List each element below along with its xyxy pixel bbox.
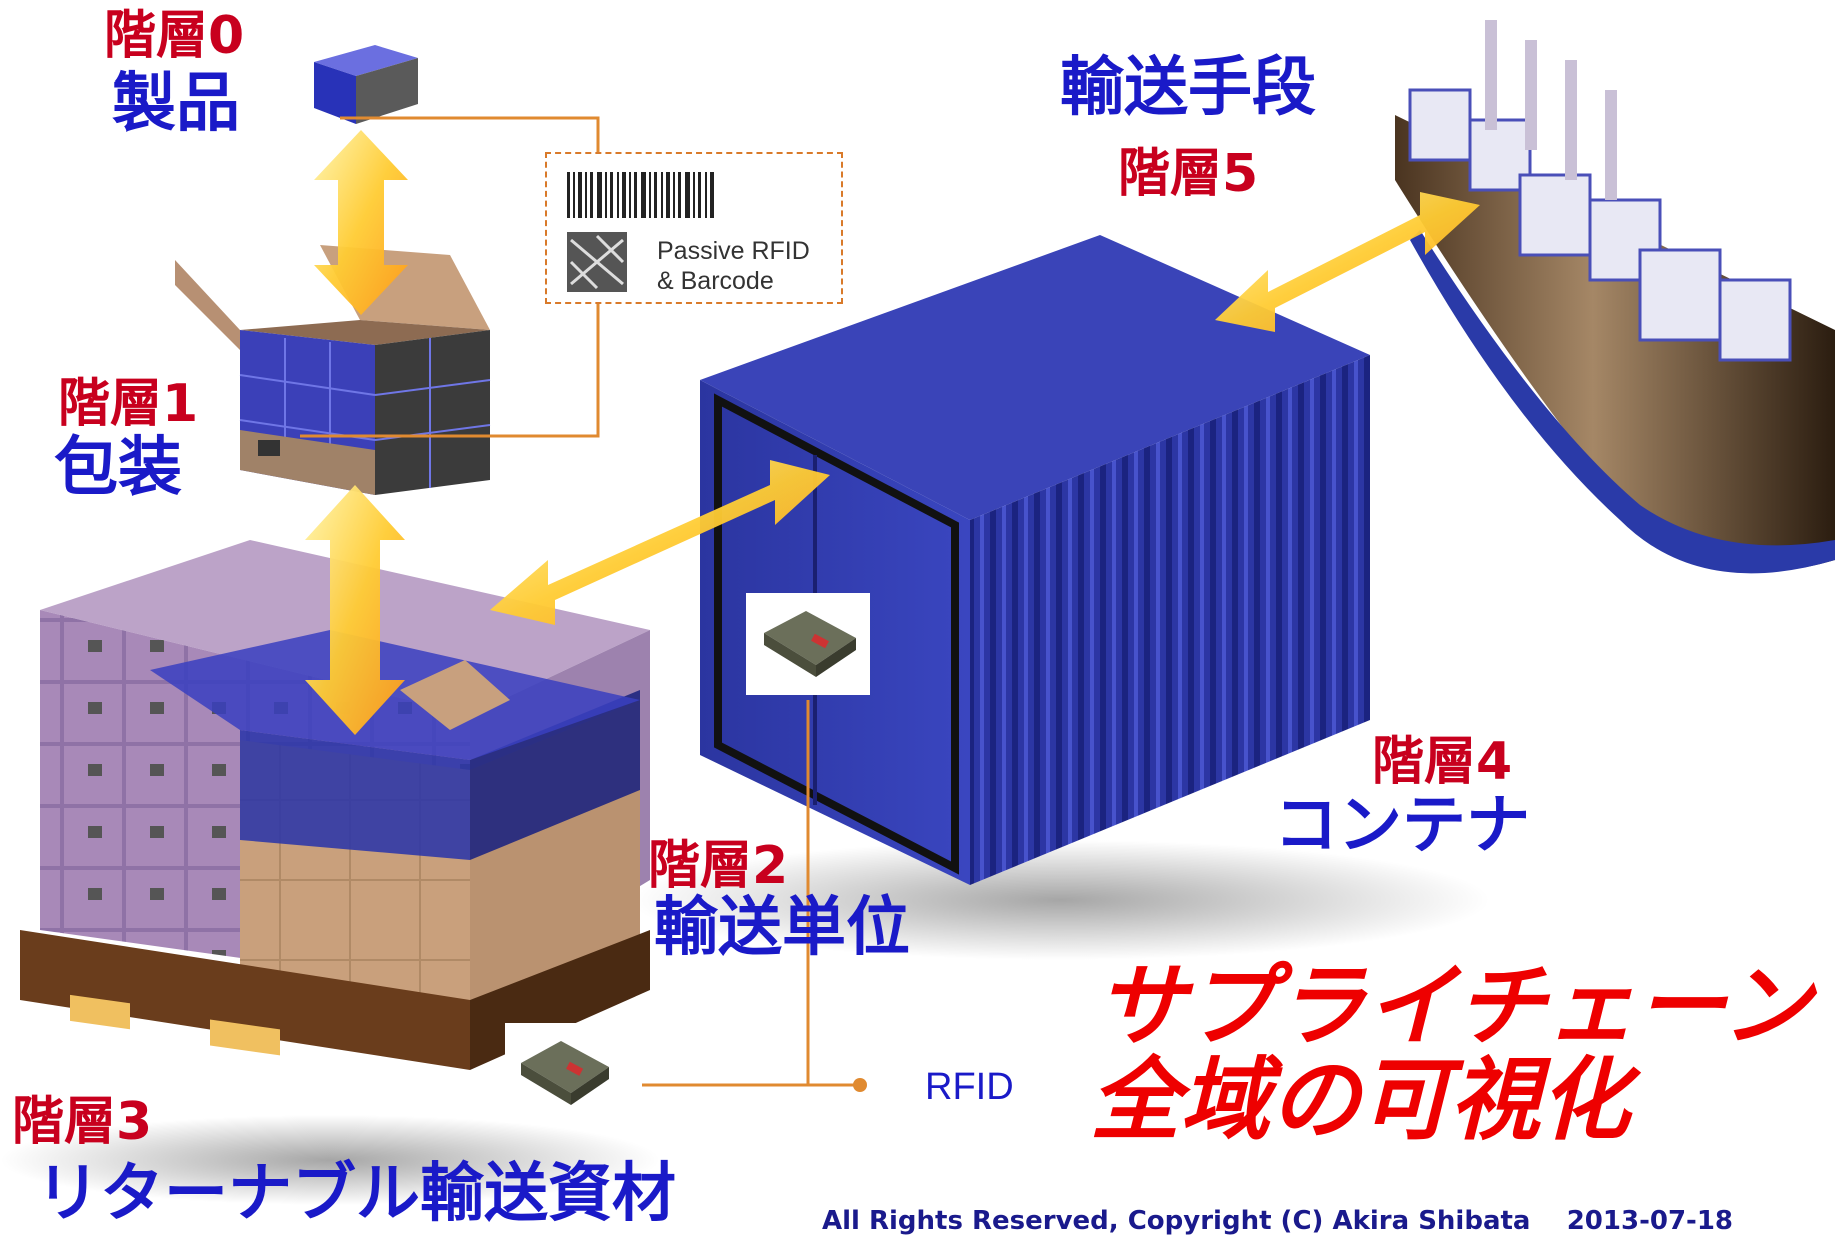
level-5-label: 階層5 xyxy=(1118,144,1259,204)
rfid-label: RFID xyxy=(925,1066,1014,1108)
level-1-label: 階層1 xyxy=(58,374,199,434)
tag-line-2: & Barcode xyxy=(657,267,774,295)
cargo-ship-icon xyxy=(1395,20,1835,574)
copyright-date: 2013-07-18 xyxy=(1566,1206,1734,1236)
level-3-name: リターナブル輸送資材 xyxy=(36,1157,676,1231)
level-5-name: 輸送手段 xyxy=(1060,51,1316,125)
shipping-container-icon xyxy=(700,235,1370,885)
copyright-footer: All Rights Reserved, Copyright (C) Akira… xyxy=(822,1206,1733,1236)
level-2-name: 輸送単位 xyxy=(654,891,910,965)
slogan-line-2: 全域の可視化 xyxy=(1090,1048,1630,1153)
level-0-name: 製品 xyxy=(112,67,240,141)
arrow-carton-pallet xyxy=(305,485,405,735)
rfid-tag-pallet-icon xyxy=(505,1023,623,1123)
level-3-label: 階層3 xyxy=(12,1092,153,1152)
rfid-dot xyxy=(853,1078,867,1092)
product-box-icon xyxy=(314,45,418,124)
level-0-label: 階層0 xyxy=(104,6,245,66)
rfid-inlay-icon xyxy=(567,232,627,292)
leader-lines xyxy=(300,116,860,1087)
arrow-product-carton xyxy=(314,130,408,315)
open-carton-icon xyxy=(175,245,491,495)
tag-legend-box: Passive RFID & Barcode xyxy=(545,152,843,304)
rfid-tag-icon xyxy=(746,593,870,695)
level-4-name: コンテナ xyxy=(1274,789,1530,863)
level-2-label: 階層2 xyxy=(648,836,789,896)
level-1-name: 包装 xyxy=(54,431,182,505)
slogan-line-1: サプライチェーン xyxy=(1096,954,1812,1059)
level-4-label: 階層4 xyxy=(1372,732,1513,792)
tag-line-1: Passive RFID xyxy=(657,237,810,265)
arrow-container-ship xyxy=(1215,192,1480,332)
barcode-icon xyxy=(567,172,714,218)
copyright-text: All Rights Reserved, Copyright (C) Akira… xyxy=(822,1206,1531,1236)
arrow-pallet-container xyxy=(490,460,830,625)
